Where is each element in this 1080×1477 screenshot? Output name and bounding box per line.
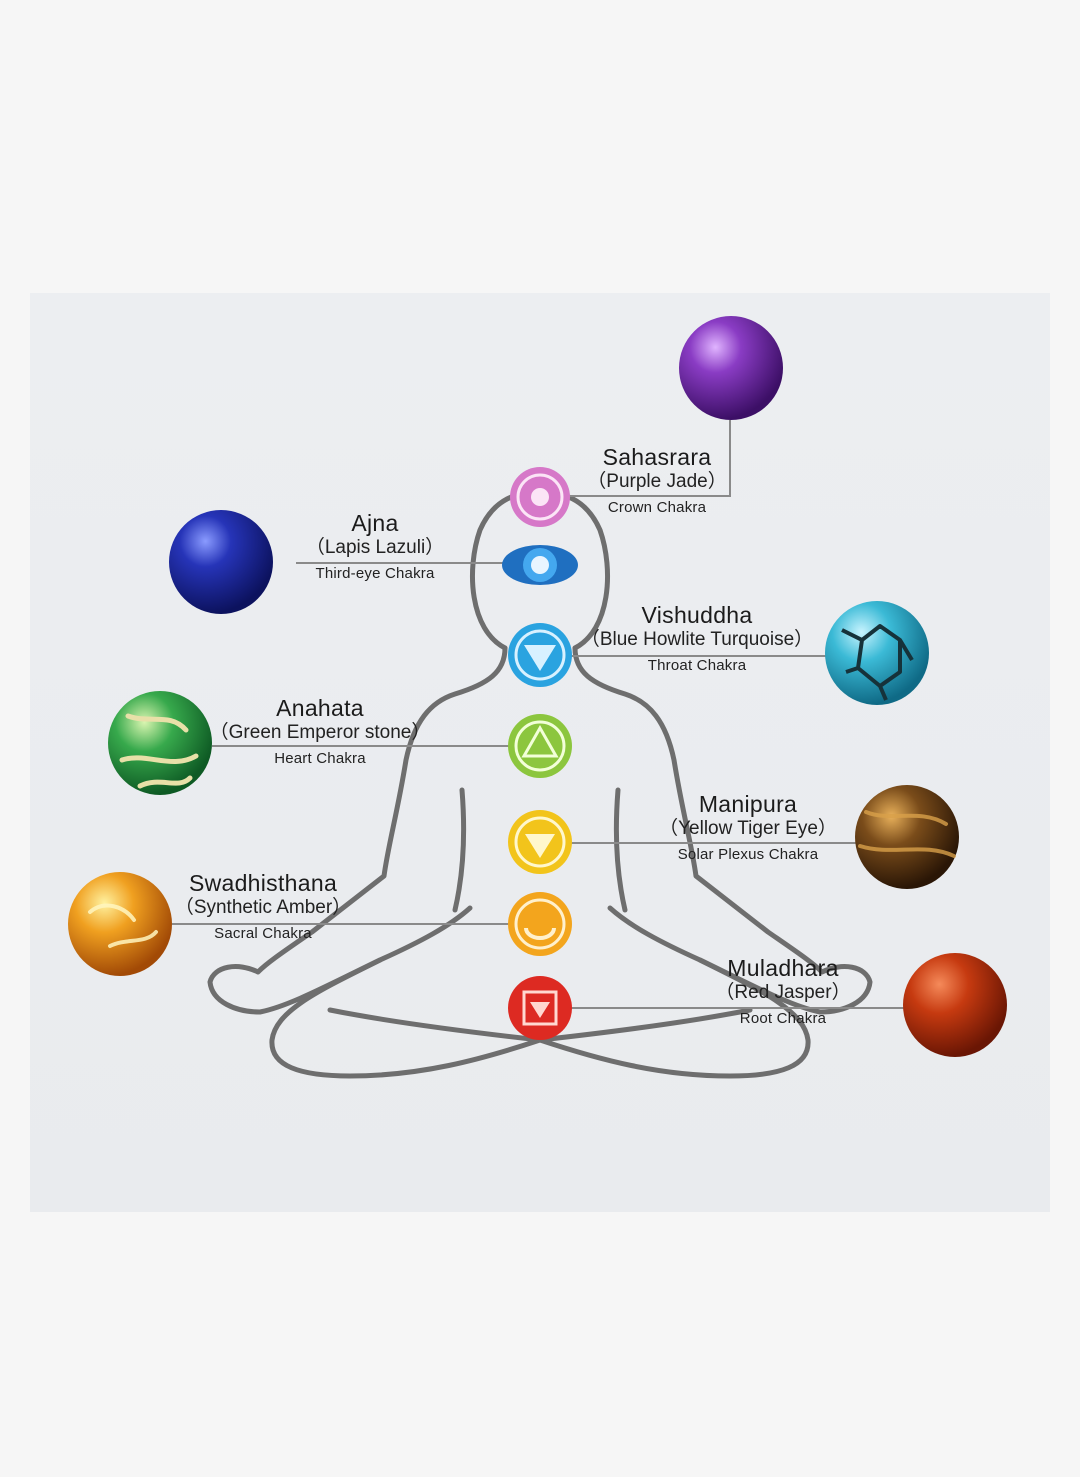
amber-flecks — [88, 903, 158, 948]
chakra-english-name: Throat Chakra — [647, 657, 747, 674]
label-sahasrara: Sahasrara （Purple Jade） Crown Chakra — [587, 445, 726, 518]
label-swadhisthana: Swadhisthana （Synthetic Amber） Sacral Ch… — [175, 871, 351, 944]
stone-name: （Green Emperor stone） — [209, 722, 431, 743]
chakra-name: Ajna — [351, 510, 399, 536]
chakra-name: Manipura — [698, 791, 798, 817]
yellow-tiger-eye-stone — [855, 785, 959, 889]
chakra-name: Muladhara — [727, 955, 839, 981]
manipura-symbol-icon — [508, 810, 572, 874]
red-jasper-stone — [903, 953, 1007, 1057]
lapis-lazuli-stone — [169, 510, 273, 614]
figure-inner-arms — [452, 787, 628, 913]
stone-name: （Purple Jade） — [587, 471, 727, 492]
chakra-name: Anahata — [276, 695, 364, 721]
turquoise-veins — [841, 624, 914, 701]
chakra-english-name: Third-eye Chakra — [315, 565, 435, 582]
label-anahata: Anahata （Green Emperor stone） Heart Chak… — [210, 696, 431, 769]
swadhisthana-symbol-icon — [508, 892, 572, 956]
chakra-english-name: Root Chakra — [739, 1010, 827, 1027]
muladhara-symbol-icon — [508, 976, 572, 1040]
purple-jade-stone — [679, 316, 783, 420]
stone-name: （Synthetic Amber） — [174, 897, 352, 918]
gemstone-spheres — [68, 316, 1007, 1057]
label-vishuddha: Vishuddha （Blue Howlite Turquoise） Throa… — [581, 603, 813, 676]
leader-lines — [172, 420, 905, 1009]
stone-name: （Blue Howlite Turquoise） — [580, 629, 814, 650]
chakra-english-name: Heart Chakra — [274, 750, 366, 767]
synthetic-amber-stone — [68, 872, 172, 976]
green-emperor-stone — [108, 691, 212, 795]
stone-name: （Yellow Tiger Eye） — [659, 818, 837, 839]
tiger-eye-bands — [858, 810, 956, 858]
emperor-stone-swirls — [119, 713, 199, 789]
anahata-symbol-icon — [508, 714, 572, 778]
stone-name: （Lapis Lazuli） — [305, 537, 445, 558]
label-muladhara: Muladhara （Red Jasper） Root Chakra — [715, 956, 850, 1029]
ajna-symbol-icon — [502, 545, 578, 585]
sahasrara-symbol-icon — [510, 467, 570, 527]
label-manipura: Manipura （Yellow Tiger Eye） Solar Plexus… — [659, 792, 837, 865]
chakra-english-name: Solar Plexus Chakra — [677, 846, 819, 863]
stone-name: （Red Jasper） — [715, 982, 851, 1003]
chakra-english-name: Sacral Chakra — [214, 925, 312, 942]
chakra-name: Swadhisthana — [188, 870, 338, 896]
label-ajna: Ajna （Lapis Lazuli） Third-eye Chakra — [306, 511, 444, 584]
chakra-name: Sahasrara — [602, 444, 712, 470]
vishuddha-symbol-icon — [508, 623, 572, 687]
chakra-name: Vishuddha — [641, 602, 753, 628]
chakra-english-name: Crown Chakra — [607, 499, 707, 516]
leader-line-sahasrara — [565, 420, 731, 497]
blue-howlite-turquoise-stone — [825, 601, 929, 705]
